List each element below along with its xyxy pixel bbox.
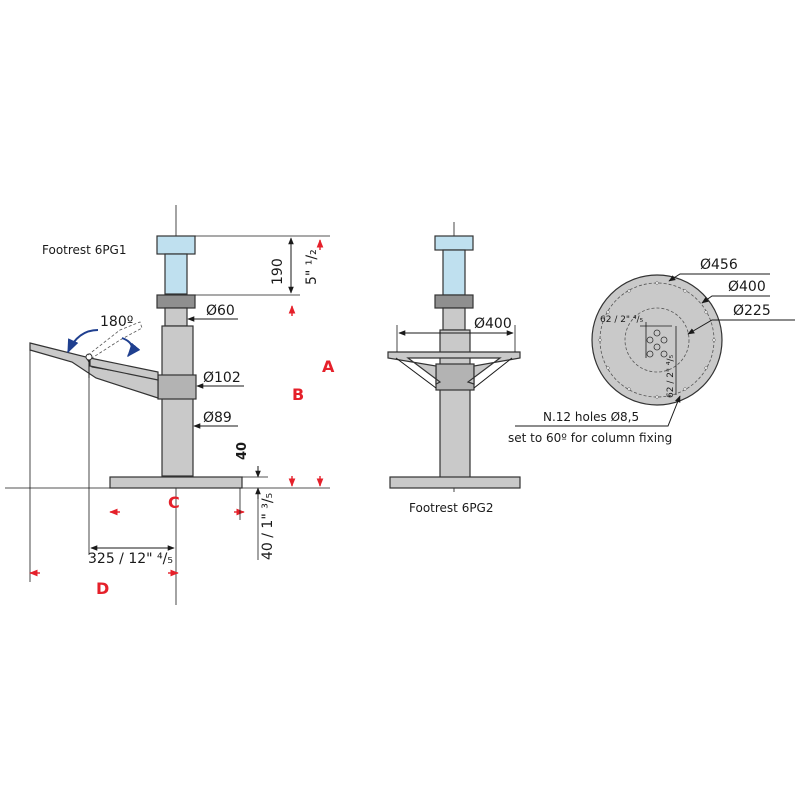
pg1-pivot — [85, 353, 93, 361]
plate-center-hole — [660, 350, 668, 358]
base-plate-top-view: 62 / 2" ⁴/₅ 62 / 2" ⁴/₅ Ø456 Ø400 Ø225 N… — [508, 257, 795, 445]
pg1-inner-tube — [164, 307, 188, 327]
plate-hole — [655, 395, 659, 399]
plate-leader-456 — [668, 273, 770, 282]
plate-hole — [704, 366, 708, 370]
plate-holes — [598, 281, 716, 399]
pg2-leg-left — [395, 357, 437, 389]
pg2-top-cap — [434, 235, 474, 251]
pg1-rotation-arrow-left — [67, 329, 99, 354]
pg1-dim-190-label: 190 — [270, 258, 286, 285]
plate-center-hole — [646, 350, 654, 358]
plate-outer-circle — [591, 274, 723, 406]
pg2-clamp — [435, 363, 475, 391]
pg1-base-plate — [109, 476, 243, 489]
plate-center-hole — [660, 336, 668, 344]
pg1-base-label: 40 — [235, 442, 250, 460]
pg1-dia89-label: Ø89 — [203, 410, 232, 426]
plate-hole — [598, 338, 602, 342]
plate-dia225-label: Ø225 — [733, 303, 771, 319]
dim-b-label: B — [292, 385, 304, 404]
plate-inner-dim-b-label: 62 / 2" ⁴/₅ — [666, 354, 676, 398]
pg2-inner-tube — [442, 307, 466, 331]
pg1-collar — [156, 294, 196, 309]
plate-holes-line1: N.12 holes Ø8,5 — [543, 410, 639, 424]
pg1-upper-cylinder — [164, 253, 188, 295]
pg1-arm-ghost — [87, 321, 143, 359]
footrest-6pg2-view: Ø400 Footrest 6PG2 — [387, 222, 521, 515]
pg2-support-arms — [387, 351, 521, 385]
pg1-dia102-label: Ø102 — [203, 370, 241, 386]
dim-c-label: C — [168, 493, 180, 512]
plate-hole — [683, 387, 687, 391]
plate-inner-dim-a-label: 62 / 2" ⁴/₅ — [600, 315, 644, 325]
plate-dia400-label: Ø400 — [728, 279, 766, 295]
plate-leader-400 — [701, 295, 770, 304]
pg1-arm-top — [89, 357, 159, 381]
plate-center-hole — [646, 336, 654, 344]
plate-hole — [712, 338, 716, 342]
plate-hole — [606, 366, 610, 370]
pg1-dim-190-inch-label: 5" ¹/₂ — [304, 249, 320, 285]
plate-hole — [704, 310, 708, 314]
pg1-red-dims: A B C D — [29, 239, 335, 598]
plate-center-hole — [653, 329, 661, 337]
pg1-top-cap — [156, 235, 196, 255]
pg2-collar — [434, 294, 474, 309]
dim-d-label: D — [96, 579, 109, 598]
pg2-dim-400-label: Ø400 — [474, 316, 512, 332]
plate-leader-225 — [687, 319, 795, 335]
pg1-title: Footrest 6PG1 — [42, 243, 127, 257]
plate-hole — [683, 289, 687, 293]
pg1-rotation-arrow-right — [121, 337, 141, 358]
dim-a-label: A — [322, 357, 335, 376]
plate-holes-leader — [515, 395, 681, 427]
footrest-6pg1-view: Footrest 6PG1 190 5" ¹/₂ Ø60 Ø102 Ø89 18… — [5, 205, 335, 605]
pg2-title: Footrest 6PG2 — [409, 501, 494, 515]
plate-hole — [655, 281, 659, 285]
plate-center-hole — [653, 343, 661, 351]
plate-hole — [627, 289, 631, 293]
plate-center-holes — [646, 329, 668, 358]
pg1-dim-base-label: 40 / 1" ³/₅ — [260, 493, 276, 560]
pg1-dia60-label: Ø60 — [206, 303, 235, 319]
pg2-upper-cylinder — [442, 249, 466, 296]
pg1-dim-reach-label: 325 / 12" ⁴/₅ — [88, 551, 173, 567]
pg1-angle-label: 180º — [100, 314, 133, 330]
plate-holes-line2: set to 60º for column fixing — [508, 431, 672, 445]
plate-dia456-label: Ø456 — [700, 257, 738, 273]
plate-inner-circle — [624, 307, 690, 373]
pg2-leg-right — [473, 357, 513, 389]
pg1-main-column — [161, 325, 194, 477]
pg2-base-plate — [389, 476, 521, 489]
plate-hole — [627, 387, 631, 391]
pg1-clamp — [157, 374, 197, 400]
plate-hole — [606, 310, 610, 314]
